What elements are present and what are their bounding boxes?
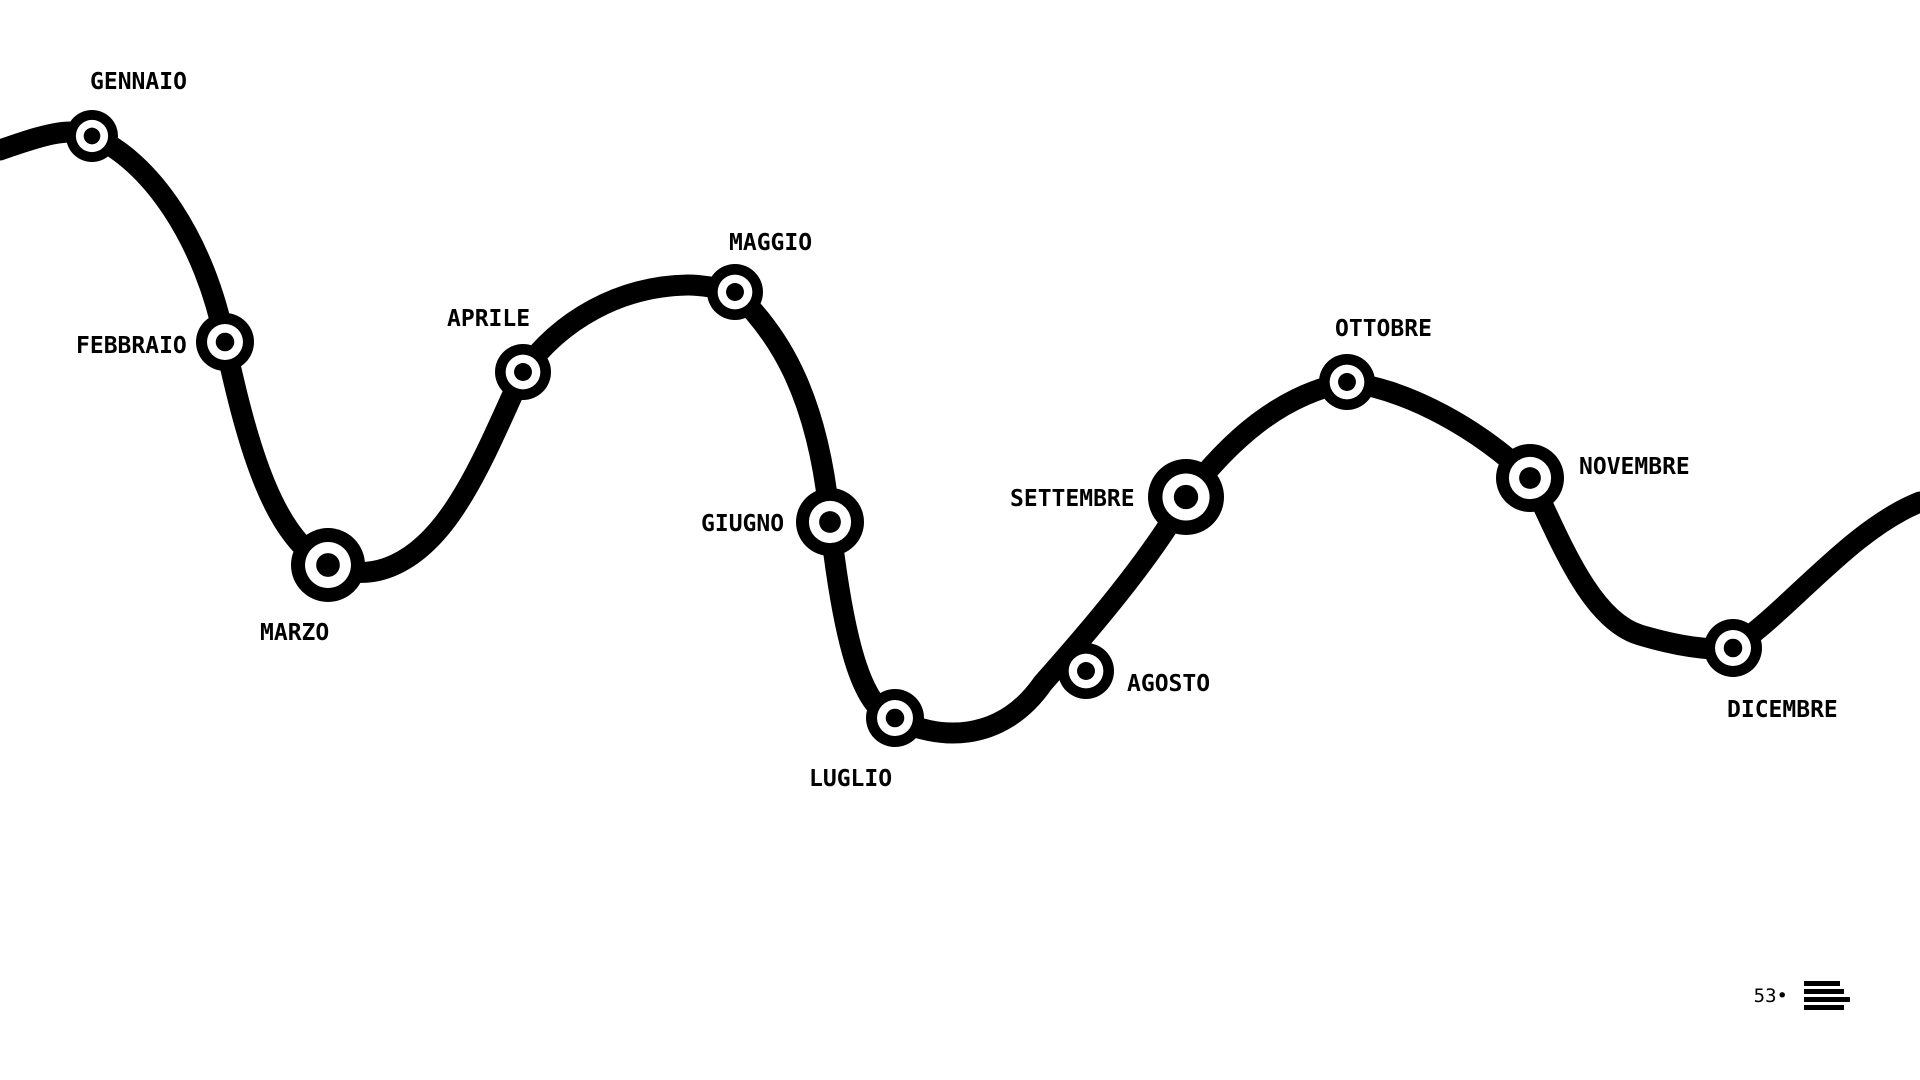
month-label-luglio: LUGLIO: [809, 766, 892, 792]
month-label-aprile: APRILE: [447, 306, 530, 332]
month-node-giugno: [796, 488, 864, 556]
month-node-febbraio: [196, 313, 254, 371]
month-label-novembre: NOVEMBRE: [1579, 454, 1690, 480]
month-label-maggio: MAGGIO: [729, 230, 812, 256]
month-node-novembre: [1496, 444, 1564, 512]
page-number: 53•: [1753, 984, 1788, 1007]
month-node-ottobre: [1319, 354, 1375, 410]
month-node-gennaio: [66, 110, 118, 162]
month-label-gennaio: GENNAIO: [90, 69, 187, 95]
month-label-settembre: SETTEMBRE: [1010, 486, 1135, 512]
month-label-febbraio: FEBBRAIO: [76, 333, 187, 359]
month-node-luglio: [866, 689, 924, 747]
timeline-curve: [0, 121, 1920, 744]
month-node-settembre: [1148, 459, 1224, 535]
menu-bars-icon[interactable]: [1804, 981, 1850, 1010]
page-footer: 53•: [1754, 981, 1850, 1010]
month-node-agosto: [1058, 643, 1114, 699]
month-node-aprile: [495, 344, 551, 400]
month-node-maggio: [707, 264, 763, 320]
month-node-marzo: [291, 528, 365, 602]
month-label-giugno: GIUGNO: [701, 511, 784, 537]
month-label-agosto: AGOSTO: [1127, 671, 1210, 697]
month-label-marzo: MARZO: [260, 620, 329, 646]
month-label-dicembre: DICEMBRE: [1727, 697, 1838, 723]
month-node-dicembre: [1704, 619, 1762, 677]
month-label-ottobre: OTTOBRE: [1335, 316, 1432, 342]
